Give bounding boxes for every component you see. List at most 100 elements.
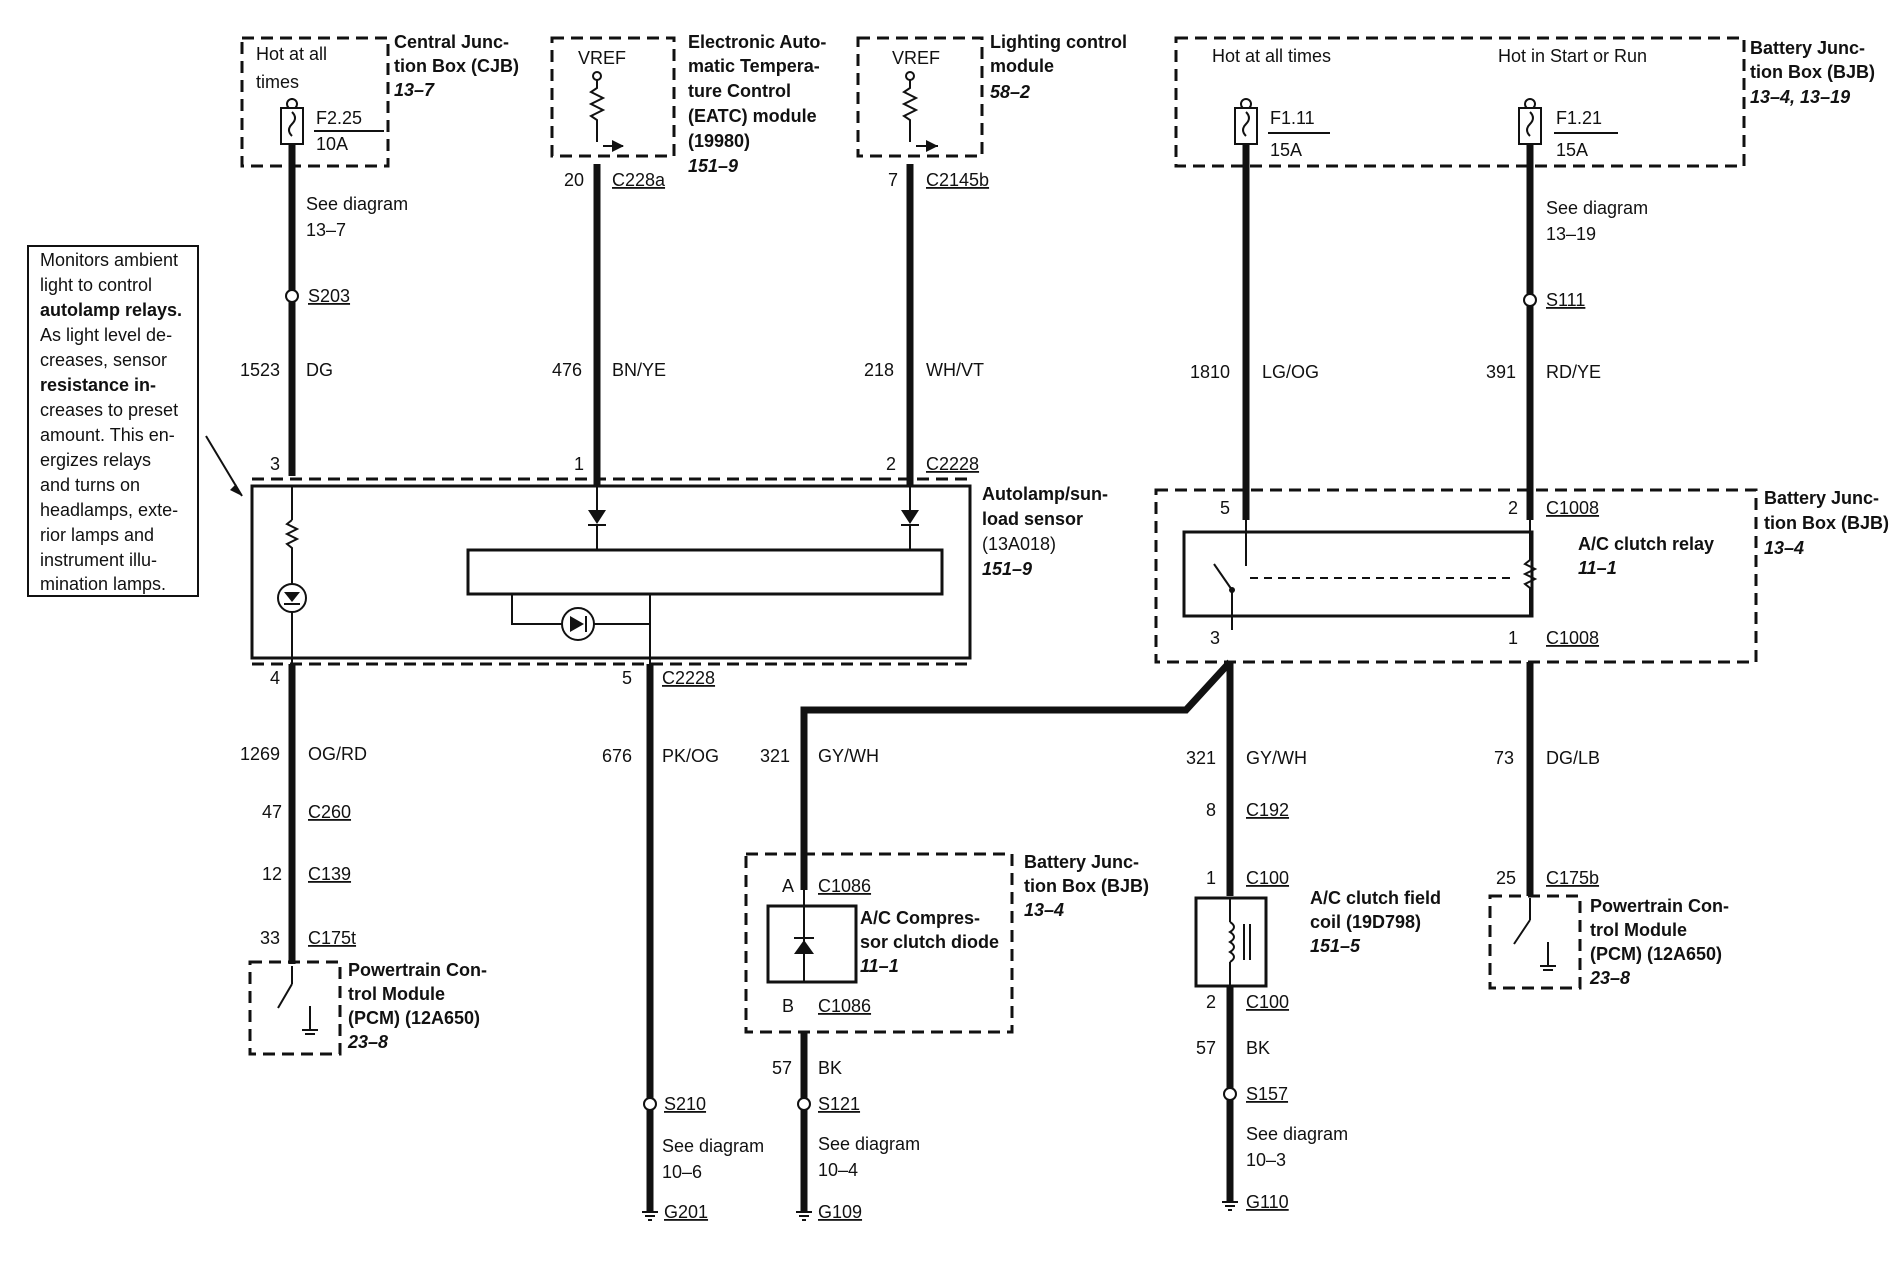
bjb-top-name-line2: tion Box (BJB) xyxy=(1750,62,1875,82)
ac-compressor-diode: A C1086 B C1086 A/C Compres- sor clutch … xyxy=(744,852,1149,1222)
diode-ref: 11–1 xyxy=(860,956,899,976)
w5-color: RD/YE xyxy=(1546,362,1601,382)
pcm-left-name-line2: trol Module xyxy=(348,984,445,1004)
note-line-2: light to control xyxy=(40,275,152,295)
diode-box-line2: tion Box (BJB) xyxy=(1024,876,1149,896)
diode-name-line2: sor clutch diode xyxy=(860,932,999,952)
w1-circuit: 1523 xyxy=(240,360,280,380)
gy-b-pin1: 8 xyxy=(1206,800,1216,820)
lw-circuit: 1269 xyxy=(240,744,280,764)
relay-label: A/C clutch relay xyxy=(1578,534,1714,554)
pk-ground: G201 xyxy=(664,1202,708,1222)
lw-conn1: C260 xyxy=(308,802,351,822)
sensor-name-line1: Autolamp/sun- xyxy=(982,484,1108,504)
central-junction-box: Hot at all times F2.25 10A Central Junc-… xyxy=(240,32,519,168)
w5-splice: S111 xyxy=(1546,290,1585,310)
diode-see-line1: See diagram xyxy=(818,1134,920,1154)
lw-conn3: C175t xyxy=(308,928,356,948)
cjb-ref: 13–7 xyxy=(394,80,435,100)
bjb-top-name-line1: Battery Junc- xyxy=(1750,38,1865,58)
w5-circuit: 391 xyxy=(1486,362,1516,382)
lw-pin2: 12 xyxy=(262,864,282,884)
autolamp-sensor: 3 1 2 C2228 4 5 C2228 Autolamp/sun- load… xyxy=(250,454,1108,688)
sensor-conn-top: C2228 xyxy=(926,454,979,474)
diode-1-icon xyxy=(588,510,606,524)
w4-color: LG/OG xyxy=(1262,362,1319,382)
sensor-pin-d: 4 xyxy=(270,668,280,688)
relay-box-line2: tion Box (BJB) xyxy=(1764,513,1889,533)
wire-1269: 1269 OG/RD 47 C260 12 C139 33 C175t xyxy=(240,664,367,964)
ground-g109-icon xyxy=(796,1211,812,1221)
lcm-ref: 58–2 xyxy=(990,82,1030,102)
note-line-7: creases to preset xyxy=(40,400,178,420)
eatc-name-line4: (EATC) module xyxy=(688,106,817,126)
w2-circuit: 476 xyxy=(552,360,582,380)
eatc-name-line3: ture Control xyxy=(688,81,791,101)
bjb-fuse2: F1.21 xyxy=(1556,108,1602,128)
coil-pin-top: 1 xyxy=(1206,868,1216,888)
rw-conn: C175b xyxy=(1546,868,1599,888)
diode-conn-b: C1086 xyxy=(818,996,871,1016)
pk-see-line2: 10–6 xyxy=(662,1162,702,1182)
note-line-4: As light level de- xyxy=(40,325,172,345)
diode-conn-a: C1086 xyxy=(818,876,871,896)
wire-73: 73 DG/LB 25 C175b xyxy=(1494,662,1600,896)
coil-winding-icon xyxy=(1228,921,1235,963)
note-line-13: instrument illu- xyxy=(40,550,157,570)
bjb-amps1: 15A xyxy=(1270,140,1302,160)
cjb-hot-line1: Hot at all xyxy=(256,44,327,64)
pcm-left: Powertrain Con- trol Module (PCM) (12A65… xyxy=(248,960,487,1056)
pcm-left-name-line1: Powertrain Con- xyxy=(348,960,487,980)
bjb-fuse1: F1.11 xyxy=(1270,108,1315,128)
diode-2-icon xyxy=(901,510,919,524)
pcm-left-ref: 23–8 xyxy=(347,1032,388,1052)
cjb-fuse: F2.25 xyxy=(316,108,362,128)
sensor-name-line3: (13A018) xyxy=(982,534,1056,554)
coil-see-line1: See diagram xyxy=(1246,1124,1348,1144)
lcm-name-line1: Lighting control xyxy=(990,32,1127,52)
note-line-5: creases, sensor xyxy=(40,350,167,370)
w5-see-line1: See diagram xyxy=(1546,198,1648,218)
relay-pin3: 3 xyxy=(1210,628,1220,648)
sensor-pin-b: 1 xyxy=(574,454,584,474)
diode-color: BK xyxy=(818,1058,842,1078)
wire-476: 20 C228a 476 BN/YE xyxy=(552,164,666,512)
rw-circuit: 73 xyxy=(1494,748,1514,768)
note-line-8: amount. This en- xyxy=(40,425,175,445)
gy-b-conn1: C192 xyxy=(1246,800,1289,820)
wire-1810: 1810 LG/OG xyxy=(1190,144,1319,520)
sensor-pin-c: 2 xyxy=(886,454,896,474)
eatc-name-line1: Electronic Auto- xyxy=(688,32,826,52)
sensor-name-line2: load sensor xyxy=(982,509,1083,529)
diode-box-ref: 13–4 xyxy=(1024,900,1064,920)
lighting-control-module: VREF Lighting control module 58–2 xyxy=(856,32,1127,158)
w1-see-line2: 13–7 xyxy=(306,220,346,240)
w3-pin: 7 xyxy=(888,170,898,190)
rw-color: DG/LB xyxy=(1546,748,1600,768)
wire-321-b: 321 GY/WH 8 C192 xyxy=(1186,662,1307,896)
w2-pin: 20 xyxy=(564,170,584,190)
eatc-ref: 151–9 xyxy=(688,156,738,176)
relay-conn-bot: C1008 xyxy=(1546,628,1599,648)
w3-circuit: 218 xyxy=(864,360,894,380)
bjb-hot1: Hot at all times xyxy=(1212,46,1331,66)
pcm-left-name-line3: (PCM) (12A650) xyxy=(348,1008,480,1028)
pk-color: PK/OG xyxy=(662,746,719,766)
note-line-10: and turns on xyxy=(40,475,140,495)
eatc-name-line5: (19980) xyxy=(688,131,750,151)
eatc-vref: VREF xyxy=(578,48,626,68)
note-line-1: Monitors ambient xyxy=(40,250,178,270)
w1-see-line1: See diagram xyxy=(306,194,408,214)
cjb-amps: 10A xyxy=(316,134,348,154)
lw-conn2: C139 xyxy=(308,864,351,884)
bjb-top-ref: 13–4, 13–19 xyxy=(1750,87,1850,107)
sensor-pin-a: 3 xyxy=(270,454,280,474)
diode-see-line2: 10–4 xyxy=(818,1160,858,1180)
ground-g201-icon xyxy=(642,1211,658,1221)
relay-label-ref: 11–1 xyxy=(1578,558,1617,578)
w3-color: WH/VT xyxy=(926,360,984,380)
w2-color: BN/YE xyxy=(612,360,666,380)
diode-pin-b: B xyxy=(782,996,794,1016)
note-line-11: headlamps, exte- xyxy=(40,500,178,520)
coil-pin-bot: 2 xyxy=(1206,992,1216,1012)
